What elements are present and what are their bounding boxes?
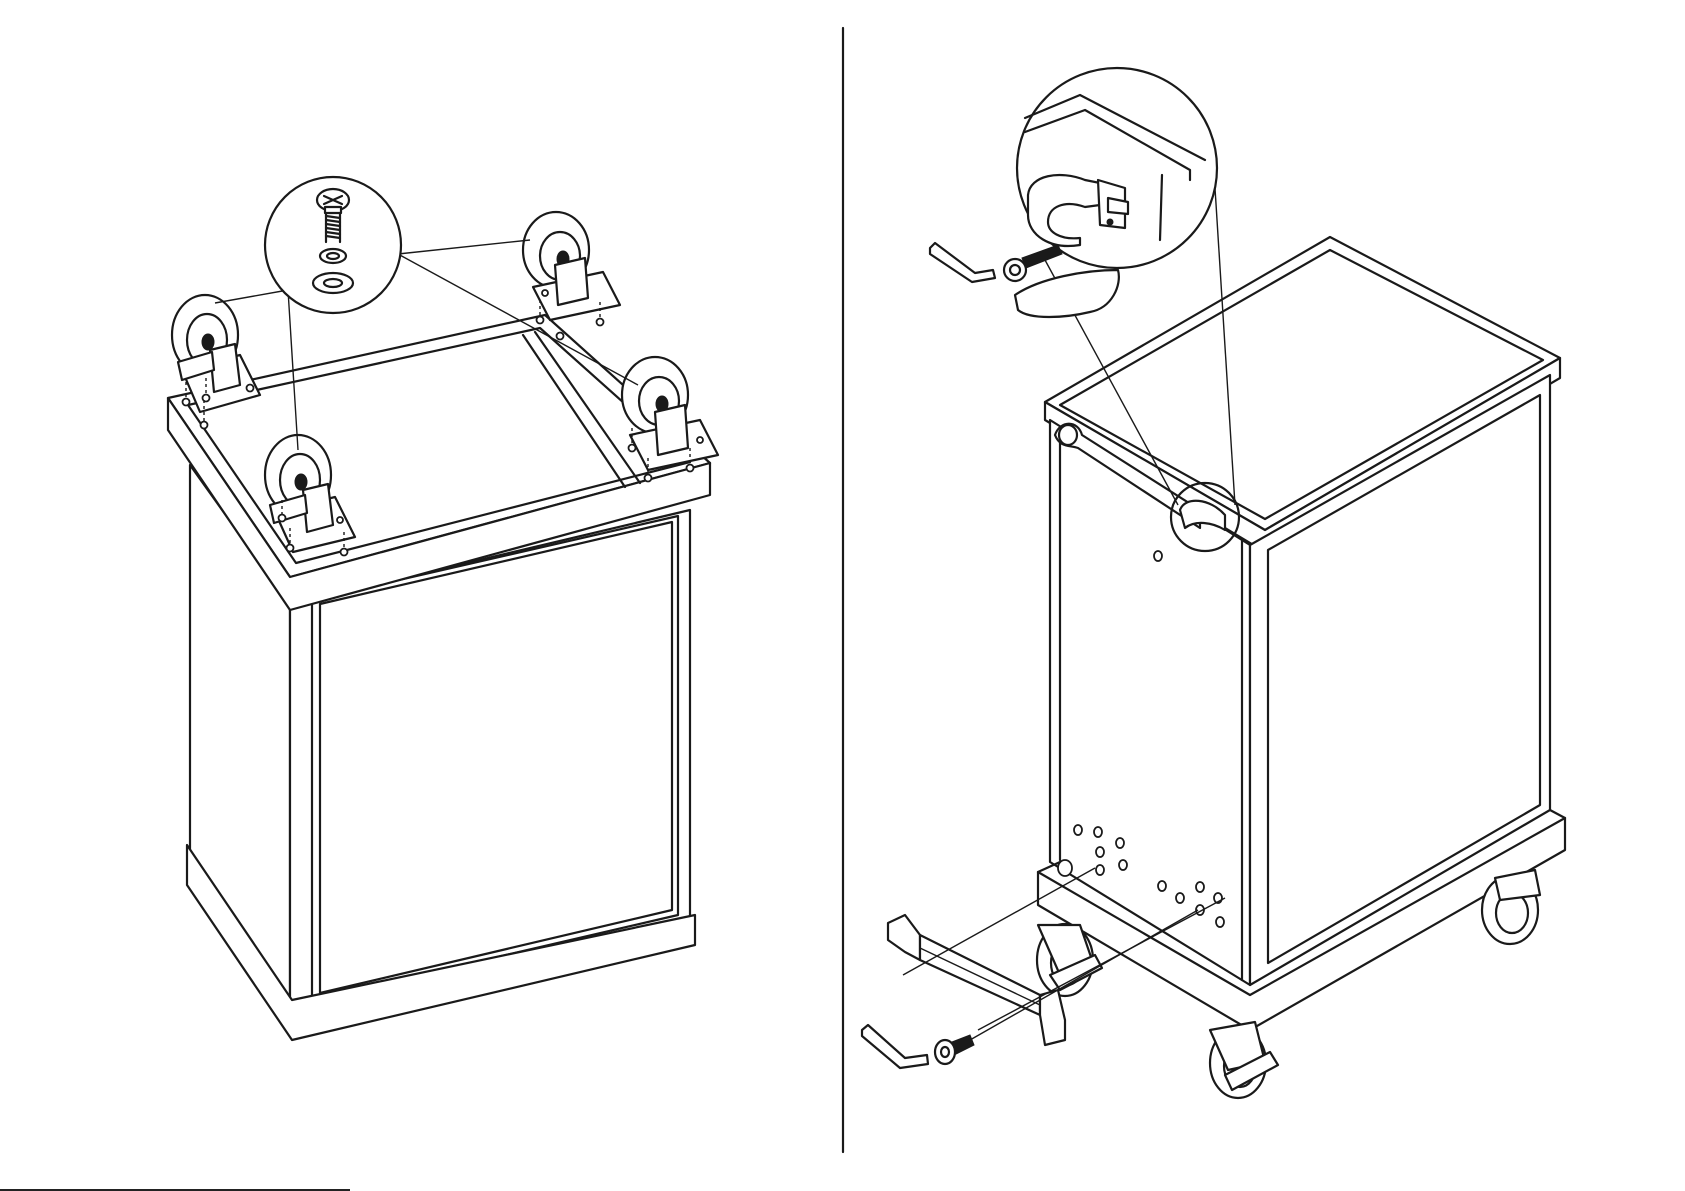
left-panel-upside-down-cart [168, 177, 718, 1040]
screw-detail-callout [265, 177, 401, 313]
front-caster-bottom [1210, 1022, 1278, 1098]
end-cap-icon [1015, 270, 1119, 317]
right-panel-upright-cart [862, 68, 1565, 1098]
allen-key-icon-top [930, 243, 995, 282]
flat-washer-icon [313, 273, 353, 293]
button-screw-icon-bottom [935, 1035, 974, 1064]
handle-detail-callout [1017, 68, 1217, 268]
lock-washer-icon [320, 249, 346, 263]
allen-key-icon-bottom [862, 1025, 928, 1068]
caster-2 [523, 212, 620, 320]
